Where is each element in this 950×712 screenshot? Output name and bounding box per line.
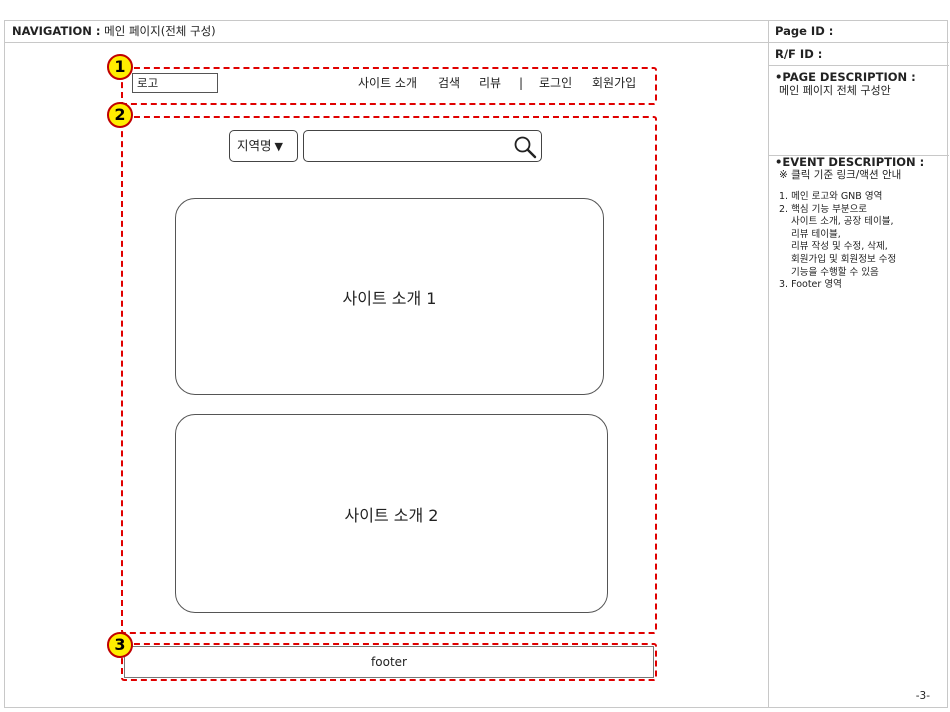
event-description: •EVENT DESCRIPTION : ※ 클릭 기준 링크/액션 안내 1.… (769, 156, 949, 292)
rf-id-label: R/F ID : (769, 43, 949, 66)
storyboard-frame (4, 20, 948, 708)
gnb-review-link[interactable]: 리뷰 (479, 76, 502, 90)
site-intro-card-1[interactable]: 사이트 소개 1 (175, 198, 604, 395)
search-icon[interactable] (513, 135, 537, 163)
caret-down-icon: ▼ (274, 140, 283, 153)
gnb-search-link[interactable]: 검색 (438, 76, 461, 90)
region-select-label: 지역명 (237, 138, 272, 153)
event-item: 3. Footer 영역 (779, 279, 842, 291)
gnb-signup-link[interactable]: 회원가입 (592, 76, 637, 90)
gnb-site-intro-link[interactable]: 사이트 소개 (358, 76, 418, 90)
footer: footer (124, 646, 654, 678)
event-description-title: •EVENT DESCRIPTION : (775, 155, 925, 169)
event-list: 1. 메인 로고와 GNB 영역 2. 핵심 기능 부분으로 사이트 소개, 공… (775, 191, 949, 292)
page-description-text: 메인 페이지 전체 구성안 (779, 84, 891, 97)
region-marker-1: 1 (107, 54, 133, 80)
site-intro-card-2[interactable]: 사이트 소개 2 (175, 414, 608, 613)
event-item: 1. 메인 로고와 GNB 영역 (779, 191, 883, 202)
event-note: ※ 클릭 기준 링크/액션 안내 (779, 169, 902, 181)
region-select[interactable]: 지역명▼ (229, 130, 298, 162)
page-number: -3- (915, 690, 930, 702)
gnb-divider: | (519, 76, 524, 90)
navigation-label: NAVIGATION : (12, 24, 101, 38)
header-region (121, 67, 657, 105)
navigation-value: 메인 페이지(전체 구성) (104, 24, 216, 38)
region-marker-3: 3 (107, 632, 133, 658)
region-marker-2: 2 (107, 102, 133, 128)
gnb-login-link[interactable]: 로그인 (539, 76, 573, 90)
page-id-label: Page ID : (769, 20, 949, 43)
page-description-title: •PAGE DESCRIPTION : (775, 70, 916, 84)
main-content-region (121, 116, 657, 634)
logo[interactable]: 로고 (132, 73, 218, 93)
card-title: 사이트 소개 1 (342, 288, 437, 308)
navigation-bar: NAVIGATION : 메인 페이지(전체 구성) (4, 20, 768, 43)
page-description: •PAGE DESCRIPTION : 메인 페이지 전체 구성안 (769, 66, 949, 156)
footer-region (121, 643, 657, 681)
search-input[interactable] (303, 130, 542, 162)
description-panel: Page ID : R/F ID : •PAGE DESCRIPTION : 메… (768, 20, 949, 708)
event-item: 2. 핵심 기능 부분으로 사이트 소개, 공장 테이블, 리뷰 테이블, 리뷰… (779, 203, 897, 278)
card-title: 사이트 소개 2 (344, 505, 439, 525)
global-navigation: 사이트 소개 검색 리뷰 | 로그인 회원가입 (340, 73, 650, 93)
